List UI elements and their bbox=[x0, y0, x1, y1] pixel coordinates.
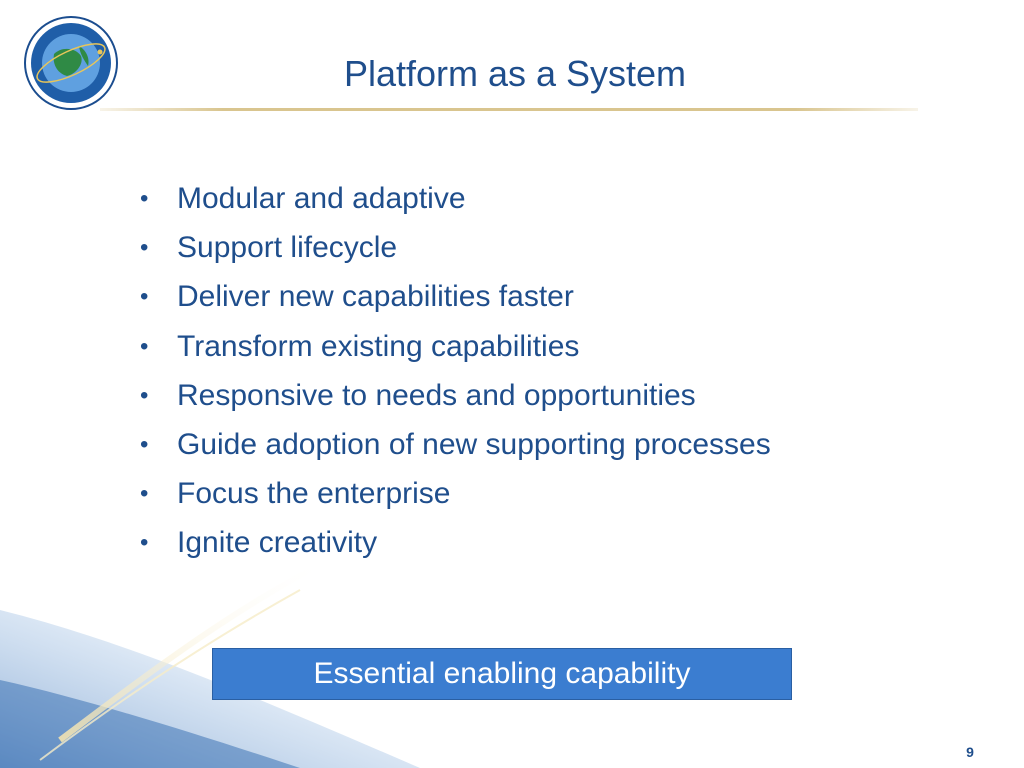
bullet-text: Focus the enterprise bbox=[177, 477, 451, 511]
bullet-item: • Focus the enterprise bbox=[140, 469, 940, 518]
bullet-marker: • bbox=[140, 480, 149, 508]
bullet-item: • Responsive to needs and opportunities bbox=[140, 371, 940, 420]
bullet-item: • Deliver new capabilities faster bbox=[140, 272, 940, 321]
slide-title: Platform as a System bbox=[343, 53, 687, 94]
page-number: 9 bbox=[966, 744, 974, 760]
bullet-marker: • bbox=[140, 332, 149, 360]
bullet-marker: • bbox=[140, 430, 149, 458]
bullet-text: Guide adoption of new supporting process… bbox=[177, 427, 771, 461]
bullet-text: Responsive to needs and opportunities bbox=[177, 378, 696, 412]
bullet-text: Support lifecycle bbox=[177, 231, 398, 265]
bullet-text: Deliver new capabilities faster bbox=[177, 280, 574, 314]
bullet-marker: • bbox=[140, 381, 149, 409]
title-divider bbox=[100, 108, 918, 111]
bullet-list: • Modular and adaptive • Support lifecyc… bbox=[140, 174, 940, 568]
bullet-item: • Ignite creativity bbox=[140, 518, 940, 567]
agency-seal-icon bbox=[24, 16, 118, 110]
bullet-item: • Support lifecycle bbox=[140, 223, 940, 272]
callout-box: Essential enabling capability bbox=[212, 648, 792, 700]
bullet-item: • Modular and adaptive bbox=[140, 174, 940, 223]
bullet-item: • Guide adoption of new supporting proce… bbox=[140, 420, 940, 469]
bullet-text: Ignite creativity bbox=[177, 526, 378, 560]
bullet-marker: • bbox=[140, 529, 149, 557]
bullet-item: • Transform existing capabilities bbox=[140, 322, 940, 371]
bullet-marker: • bbox=[140, 234, 149, 262]
bullet-marker: • bbox=[140, 185, 149, 212]
bullet-marker: • bbox=[140, 283, 149, 311]
bullet-text: Transform existing capabilities bbox=[177, 329, 580, 363]
bullet-text: Modular and adaptive bbox=[177, 182, 466, 215]
